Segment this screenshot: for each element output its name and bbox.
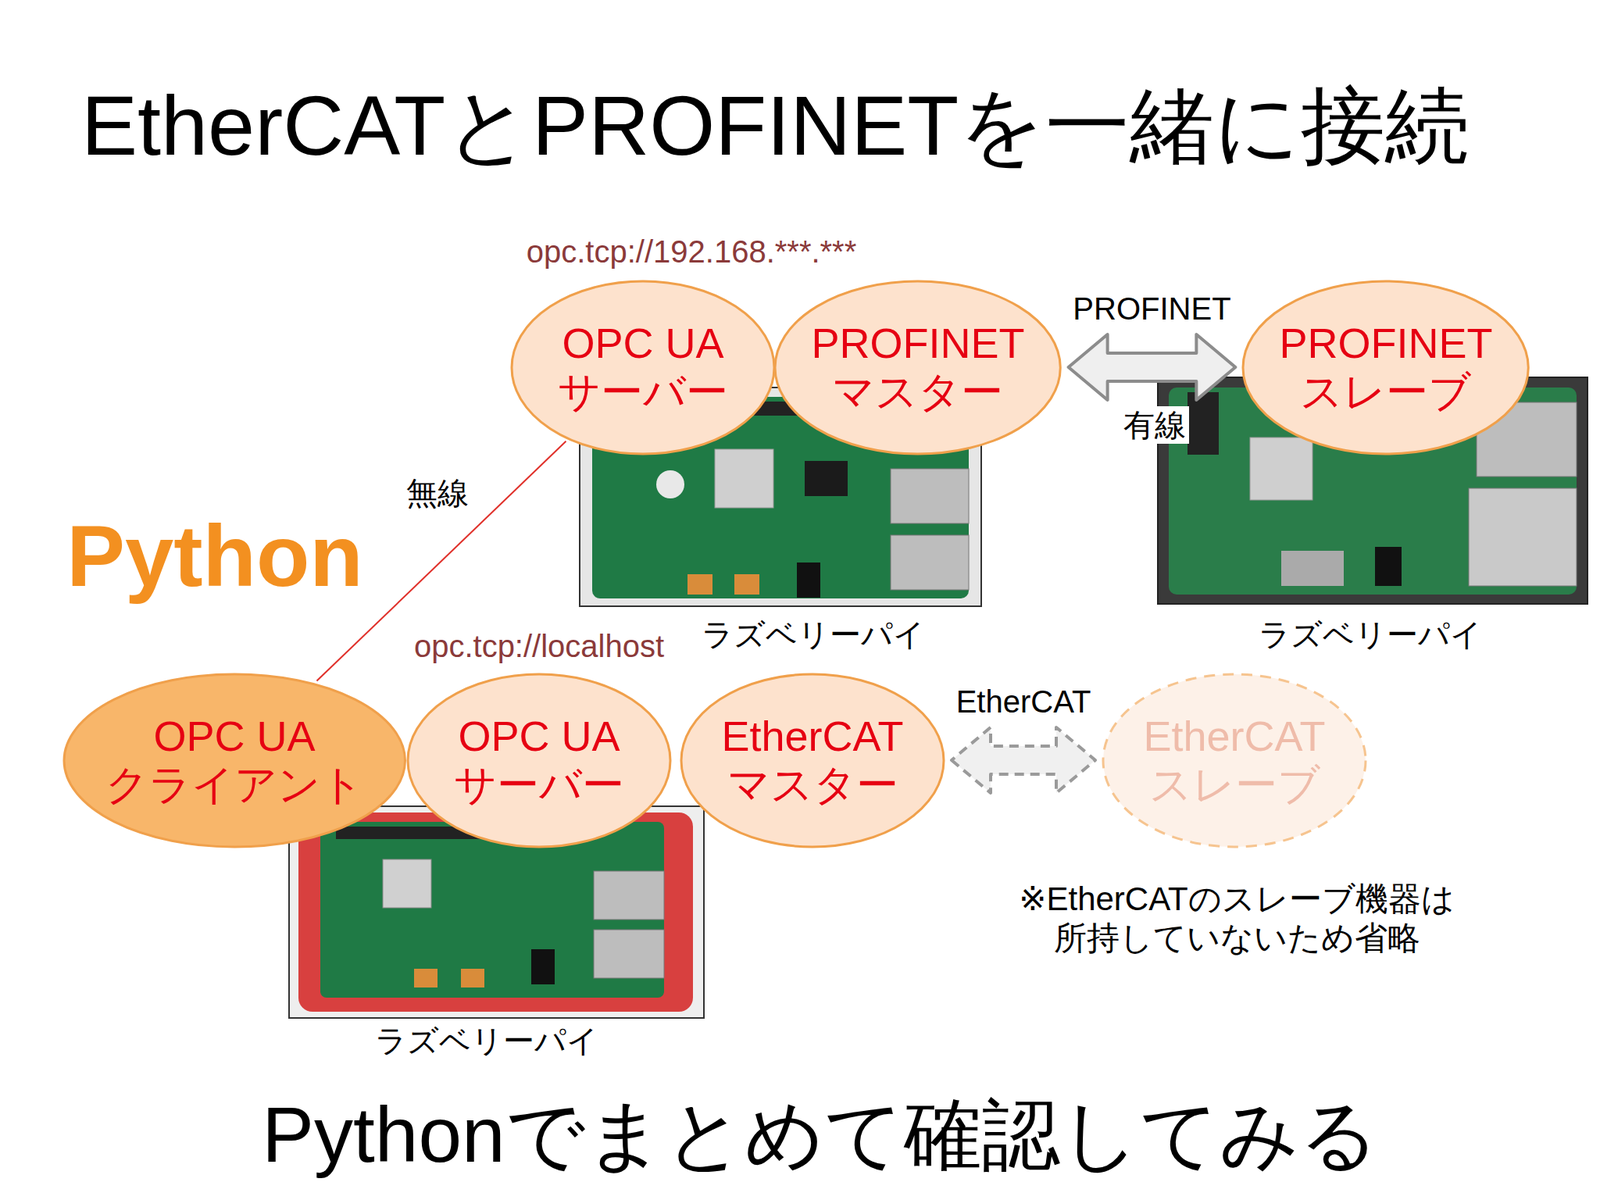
node-text: OPC UA クライアント (101, 711, 368, 809)
usb-port (890, 535, 969, 590)
ellipse-node: PROFINET スレーブ (1241, 279, 1530, 456)
annotation: opc.tcp://localhost (414, 627, 665, 665)
language-label: Python (66, 503, 364, 609)
logo-mark (656, 470, 685, 499)
ellipse-outline (1241, 279, 1530, 456)
ellipse-shape (64, 674, 406, 847)
annotation: ラズベリーパイ (701, 615, 925, 654)
ellipse-node: EtherCAT スレーブ (1101, 672, 1368, 849)
ellipse-outline (773, 279, 1062, 456)
arrow-shape (951, 727, 1096, 793)
usb-port (593, 871, 665, 920)
hdmi-port (414, 968, 438, 988)
node-text: EtherCAT スレーブ (1101, 711, 1368, 809)
node-text: PROFINET マスター (785, 318, 1051, 416)
ellipse-outline (406, 672, 672, 849)
heat-sink (382, 859, 432, 908)
ellipse-shape (1242, 281, 1529, 454)
hdmi-port (1281, 550, 1344, 586)
cpu-chip (714, 449, 774, 508)
node-text: OPC UA サーバー (406, 711, 672, 809)
usb-port (593, 929, 665, 979)
ellipse-shape (681, 674, 944, 847)
arrow-shape (1068, 334, 1236, 400)
double-arrow (951, 727, 1096, 793)
ellipse-outline (510, 279, 776, 456)
ellipse-node: PROFINET マスター (773, 279, 1062, 456)
ellipse-shape (1103, 674, 1366, 847)
pin-header (1187, 392, 1219, 455)
hdmi-port (460, 968, 485, 988)
ellipse-outline (1101, 672, 1368, 849)
edge-label: 無線 (403, 475, 472, 511)
node-text: PROFINET スレーブ (1253, 318, 1519, 416)
node-text: OPC UA サーバー (510, 318, 776, 416)
usb-port (890, 468, 969, 524)
annotation: 有線 (1120, 406, 1190, 444)
edge-label: EtherCAT (953, 683, 1095, 720)
circuit-board (320, 821, 665, 998)
ellipse-outline (679, 672, 946, 849)
annotation: ラズベリーパイ (375, 1021, 599, 1060)
ellipse-node: OPC UA サーバー (510, 279, 776, 456)
audio-jack (531, 949, 555, 985)
audio-jack (1375, 546, 1402, 586)
ethernet-port (1468, 488, 1577, 586)
edge-label: PROFINET (1069, 290, 1234, 327)
memory-chip (804, 460, 848, 497)
caption: Pythonでまとめて確認してみる (261, 1087, 1379, 1182)
audio-jack (796, 562, 821, 598)
hdmi-port (734, 574, 760, 595)
hdmi-port (687, 574, 713, 595)
ellipse-outline (62, 672, 408, 849)
annotation: opc.tcp://192.168.***.*** (526, 232, 858, 271)
annotation: ※EtherCATのスレーブ機器は 所持していないため省略 (963, 879, 1511, 959)
double-arrow (1068, 334, 1236, 400)
ellipse-node: OPC UA サーバー (406, 672, 672, 849)
node-text: EtherCAT マスター (679, 711, 946, 809)
annotation: ラズベリーパイ (1258, 615, 1483, 654)
ellipse-node: EtherCAT マスター (679, 672, 946, 849)
ellipse-shape (775, 281, 1061, 454)
cpu-chip (1250, 437, 1313, 500)
ellipse-shape (511, 281, 775, 454)
ellipse-node: OPC UA クライアント (62, 672, 408, 849)
ellipse-shape (407, 674, 671, 847)
title: EtherCATとPROFINETを一緒に接続 (81, 75, 1470, 177)
